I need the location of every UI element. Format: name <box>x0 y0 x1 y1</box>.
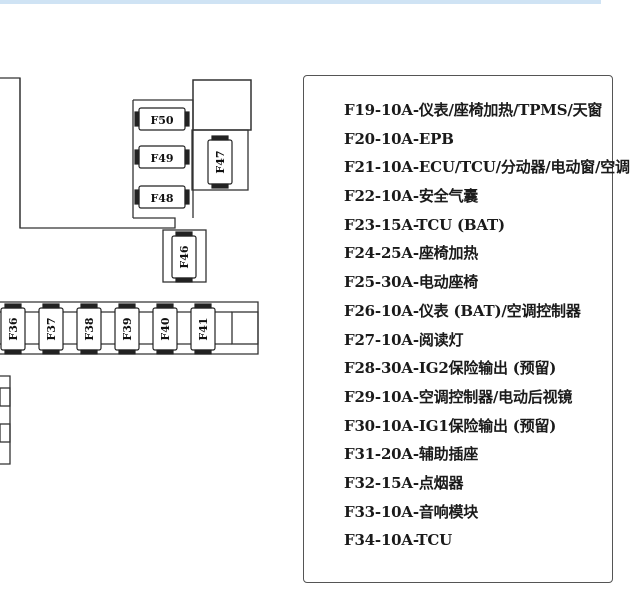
fuse-box-diagram: F50 F49 F48 F47 F46 F36 F37 F38 F39 F40 … <box>0 77 259 465</box>
legend-item-f21: F21-10A-ECU/TCU/分动器/电动窗/空调 <box>344 158 630 177</box>
legend-item-f30: F30-10A-IG1保险输出 (预留) <box>344 416 557 435</box>
legend-item-f33: F33-10A-音响模块 <box>344 502 479 521</box>
label-f40: F40 <box>159 317 172 340</box>
label-f47: F47 <box>214 150 227 173</box>
label-f48: F48 <box>150 192 173 205</box>
legend-item-f27: F27-10A-阅读灯 <box>344 330 464 349</box>
fuse-legend-box: F19-10A-仪表/座椅加热/TPMS/天窗 F20-10A-EPB F21-… <box>303 75 630 583</box>
legend-item-f29: F29-10A-空调控制器/电动后视镜 <box>344 387 573 406</box>
top-band <box>0 0 601 4</box>
legend-item-f31: F31-20A-辅助插座 <box>344 445 479 464</box>
label-f36: F36 <box>7 317 20 340</box>
relay-block <box>192 79 252 131</box>
upper-housing-outline <box>0 77 176 229</box>
legend-item-f23: F23-15A-TCU (BAT) <box>344 215 505 234</box>
legend-item-f32: F32-15A-点烟器 <box>344 473 464 492</box>
lower-bracket <box>0 375 11 465</box>
label-f39: F39 <box>121 317 134 340</box>
legend-item-f34: F34-10A-TCU <box>344 531 452 550</box>
label-f50: F50 <box>150 114 173 127</box>
f47-housing <box>191 129 249 191</box>
legend-item-f24: F24-25A-座椅加热 <box>344 244 479 263</box>
legend-item-f22: F22-10A-安全气囊 <box>344 187 479 206</box>
legend-item-f28: F28-30A-IG2保险输出 (预留) <box>344 359 557 378</box>
legend-item-f26: F26-10A-仪表 (BAT)/空调控制器 <box>344 301 581 320</box>
label-f49: F49 <box>150 152 173 165</box>
label-f38: F38 <box>83 317 96 340</box>
legend-item-f20: F20-10A-EPB <box>344 129 454 148</box>
legend-item-f19: F19-10A-仪表/座椅加热/TPMS/天窗 <box>344 101 603 119</box>
label-f37: F37 <box>45 317 58 340</box>
label-f46: F46 <box>178 245 191 268</box>
label-f41: F41 <box>197 317 210 340</box>
legend-item-f25: F25-30A-电动座椅 <box>344 273 479 292</box>
fuse-legend-list: F19-10A-仪表/座椅加热/TPMS/天窗 F20-10A-EPB F21-… <box>344 96 630 555</box>
